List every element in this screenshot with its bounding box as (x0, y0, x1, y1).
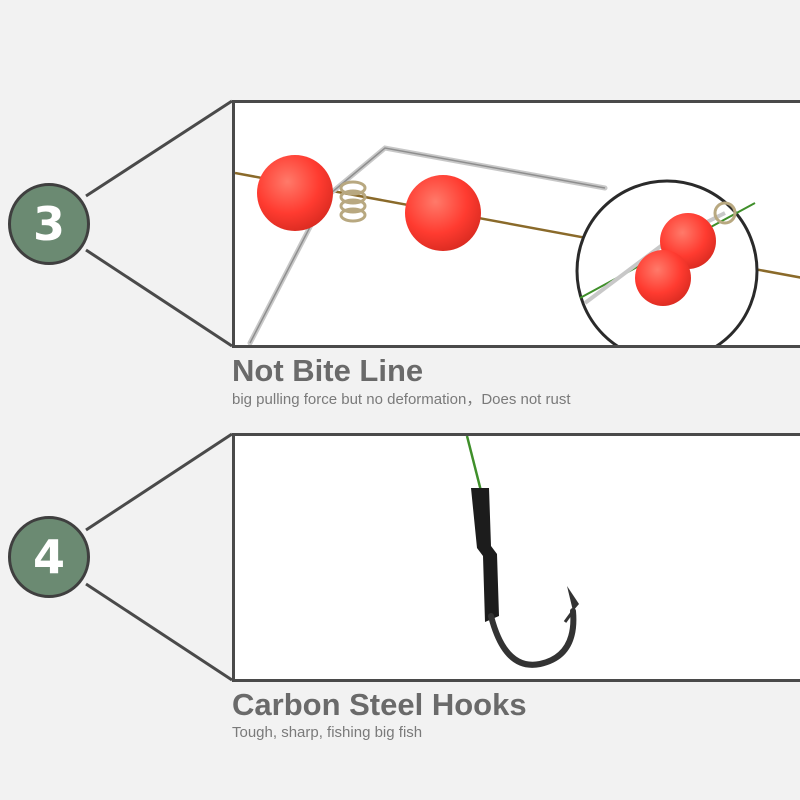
green-leader-line (465, 436, 483, 492)
feature-number-3: 3 (32, 197, 65, 251)
carbon-steel-hook (488, 608, 577, 668)
hook-sleeve (471, 488, 499, 622)
red-bead-left (257, 155, 333, 231)
feature-title-4: Carbon Steel Hooks (232, 687, 527, 722)
callout-line-4-upper (85, 432, 233, 532)
red-bead-right (405, 175, 481, 251)
feature-number-badge-3: 3 (8, 183, 90, 265)
detail-zoom-circle (575, 179, 759, 345)
callout-line-3-upper (85, 99, 233, 198)
feature-description-3: big pulling force but no deformation，Doe… (232, 391, 571, 408)
feature-image-panel-4 (232, 433, 800, 682)
hook-point (567, 586, 579, 611)
callout-line-4-lower (85, 582, 233, 682)
spring-coil (339, 180, 367, 223)
hook-illustration (465, 436, 579, 668)
feature-description-4: Tough, sharp, fishing big fish (232, 724, 423, 741)
feature-title-3: Not Bite Line (232, 353, 424, 388)
feature-image-panel-3 (232, 100, 800, 348)
callout-line-3-lower (85, 248, 233, 348)
feature-number-4: 4 (32, 530, 65, 584)
bite-line-illustration (235, 145, 800, 345)
zoom-bead-lower (635, 250, 691, 306)
feature-number-badge-4: 4 (8, 516, 90, 598)
